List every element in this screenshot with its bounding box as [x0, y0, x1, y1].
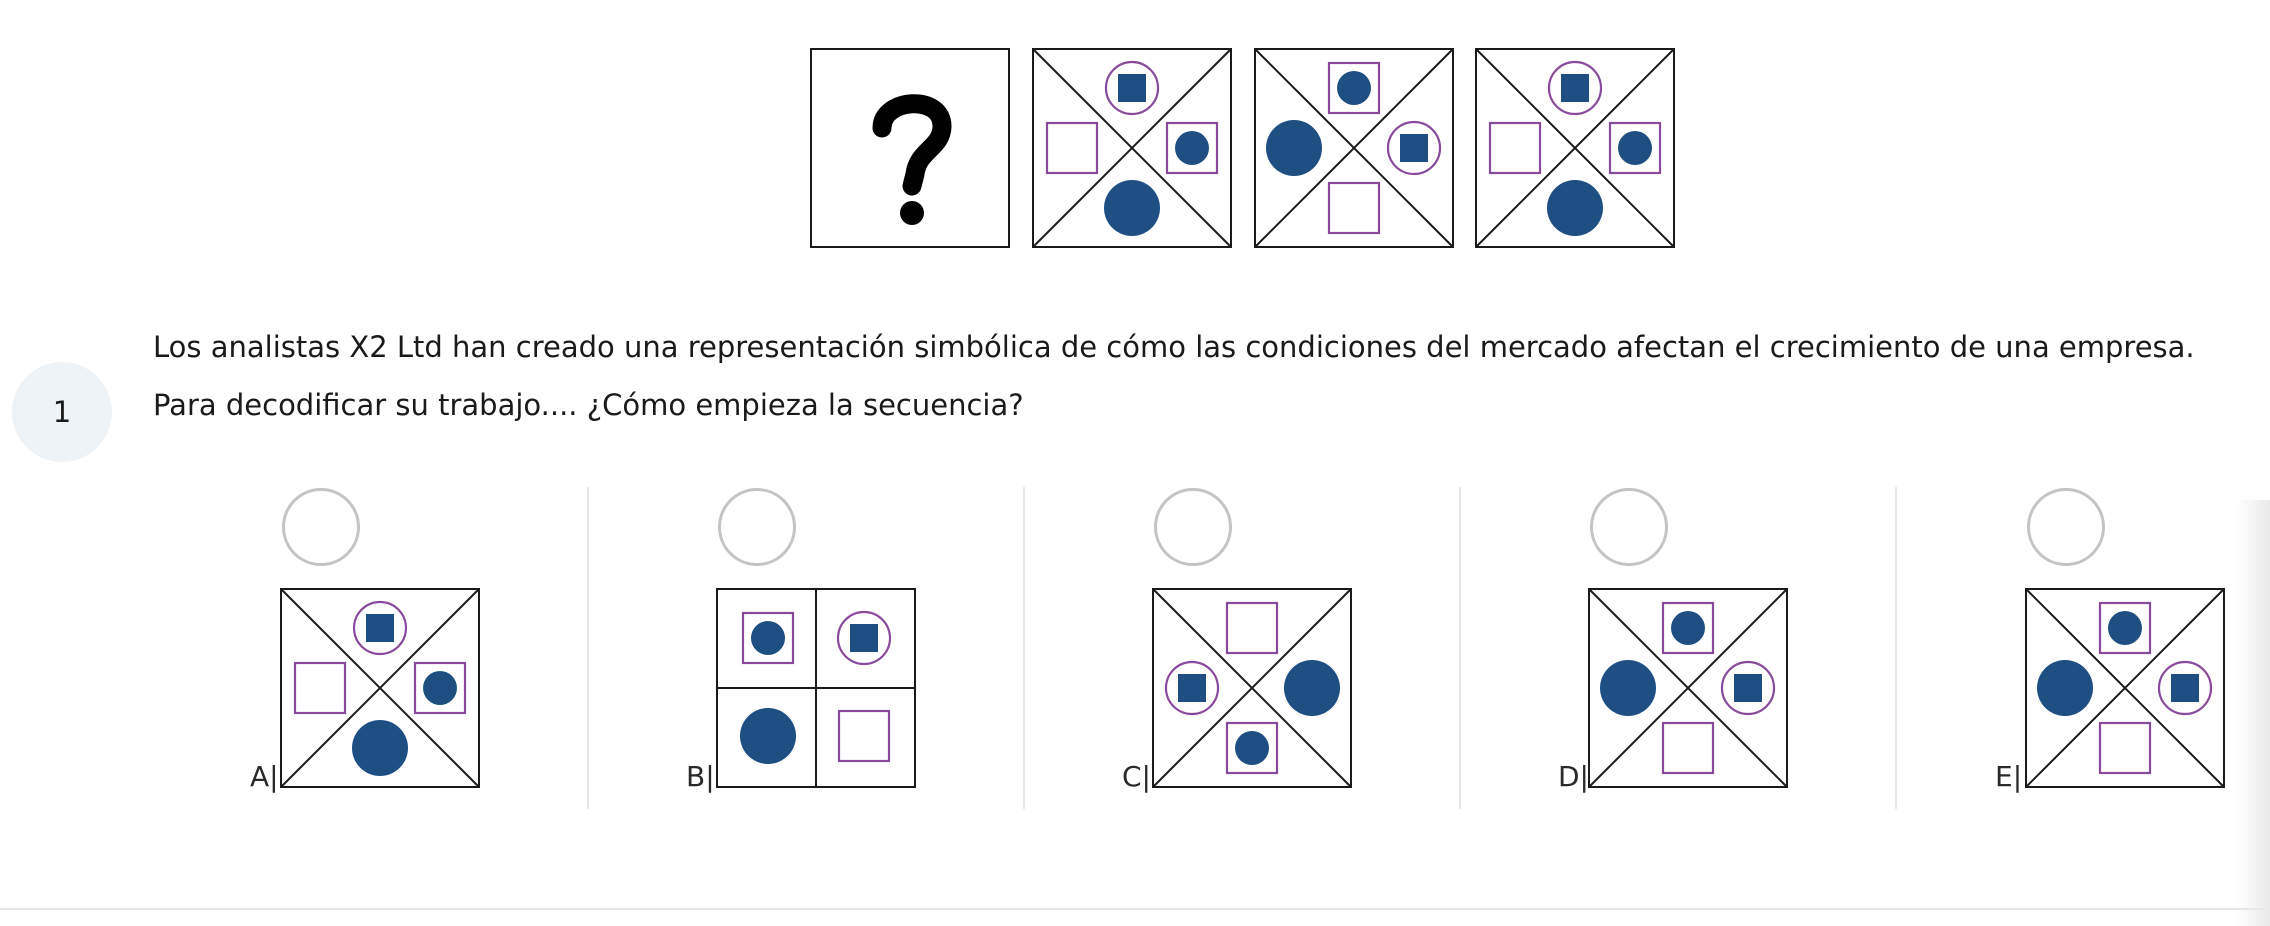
filled-circle-icon [1175, 131, 1209, 165]
diagonal-line [1032, 48, 1232, 248]
question-mark-icon [872, 94, 952, 225]
option-divider [587, 487, 589, 809]
filled-circle-icon [1547, 180, 1603, 236]
diagonal-line [280, 588, 480, 788]
outline-square-icon [293, 661, 347, 715]
outline-square-icon [413, 661, 467, 715]
filled-square-icon [1734, 674, 1762, 702]
filled-square-icon [850, 624, 878, 652]
outline-square-icon [741, 611, 795, 665]
outline-square-icon [1327, 181, 1381, 235]
filled-circle-icon [1671, 611, 1705, 645]
option-b-figure [716, 588, 916, 788]
option-a-radio[interactable] [282, 488, 360, 566]
option-e[interactable]: E| [1895, 488, 2270, 808]
filled-square-icon [1118, 74, 1146, 102]
filled-square-icon [2171, 674, 2199, 702]
option-b-radio[interactable] [718, 488, 796, 566]
diagonal-line [1152, 588, 1352, 788]
option-d-label: D| [1558, 760, 1589, 793]
sequence-box-unknown [810, 48, 1010, 248]
outline-circle-icon [1386, 120, 1442, 176]
outline-square-icon [837, 709, 891, 763]
option-a-figure [280, 588, 480, 788]
filled-circle-icon [1235, 731, 1269, 765]
option-e-label: E| [1995, 760, 2023, 793]
diagonal-line [1254, 48, 1454, 248]
filled-square-icon [366, 614, 394, 642]
filled-circle-icon [1266, 120, 1322, 176]
sequence-figure-2 [1254, 48, 1454, 248]
outline-square-icon [2098, 601, 2152, 655]
filled-circle-icon [1618, 131, 1652, 165]
sequence-box-3 [1475, 48, 1675, 248]
filled-square-icon [1561, 74, 1589, 102]
option-b-label: B| [686, 760, 715, 793]
outline-square-icon [2098, 721, 2152, 775]
outline-circle-icon [2157, 660, 2213, 716]
question-number-badge: 1 [12, 362, 112, 462]
filled-circle-icon [1337, 71, 1371, 105]
option-c[interactable]: C| [1022, 488, 1442, 808]
sequence-box-2 [1254, 48, 1454, 248]
sequence-figure-3 [1475, 48, 1675, 248]
option-divider [1023, 487, 1025, 809]
outline-circle-icon [352, 600, 408, 656]
option-d-radio[interactable] [1590, 488, 1668, 566]
outline-circle-icon [1104, 60, 1160, 116]
outline-square-icon [1488, 121, 1542, 175]
outline-circle-icon [1720, 660, 1776, 716]
sequence-box-1 [1032, 48, 1232, 248]
filled-circle-icon [423, 671, 457, 705]
outline-square-icon [1225, 721, 1279, 775]
option-e-figure [2025, 588, 2225, 788]
outline-square-icon [1165, 121, 1219, 175]
diagonal-line [2025, 588, 2225, 788]
outline-circle-icon [836, 610, 892, 666]
sequence-figure-1 [1032, 48, 1232, 248]
filled-square-icon [1178, 674, 1206, 702]
option-divider [1895, 487, 1897, 809]
option-b[interactable]: B| [586, 488, 1006, 808]
filled-circle-icon [751, 621, 785, 655]
filled-circle-icon [1600, 660, 1656, 716]
option-a-label: A| [250, 760, 279, 793]
outline-circle-icon [1164, 660, 1220, 716]
option-c-label: C| [1122, 760, 1151, 793]
diagonal-line [1588, 588, 1788, 788]
filled-circle-icon [1284, 660, 1340, 716]
filled-circle-icon [352, 720, 408, 776]
question-text: Los analistas X2 Ltd han creado una repr… [153, 330, 2195, 422]
filled-circle-icon [2108, 611, 2142, 645]
option-d[interactable]: D| [1458, 488, 1878, 808]
footer-divider [0, 908, 2270, 910]
outline-square-icon [1045, 121, 1099, 175]
option-a[interactable]: A| [150, 488, 570, 808]
option-d-figure [1588, 588, 1788, 788]
outline-square-icon [1661, 721, 1715, 775]
outline-square-icon [1327, 61, 1381, 115]
filled-square-icon [1400, 134, 1428, 162]
diagonal-line [1475, 48, 1675, 248]
filled-circle-icon [1104, 180, 1160, 236]
question-mark-box [810, 48, 1010, 248]
option-divider [1459, 487, 1461, 809]
outline-circle-icon [1547, 60, 1603, 116]
outline-square-icon [1608, 121, 1662, 175]
option-e-radio[interactable] [2027, 488, 2105, 566]
outline-square-icon [1225, 601, 1279, 655]
option-c-radio[interactable] [1154, 488, 1232, 566]
scroll-edge-shadow [2236, 500, 2270, 926]
outline-square-icon [1661, 601, 1715, 655]
option-c-figure [1152, 588, 1352, 788]
filled-circle-icon [740, 708, 796, 764]
filled-circle-icon [2037, 660, 2093, 716]
